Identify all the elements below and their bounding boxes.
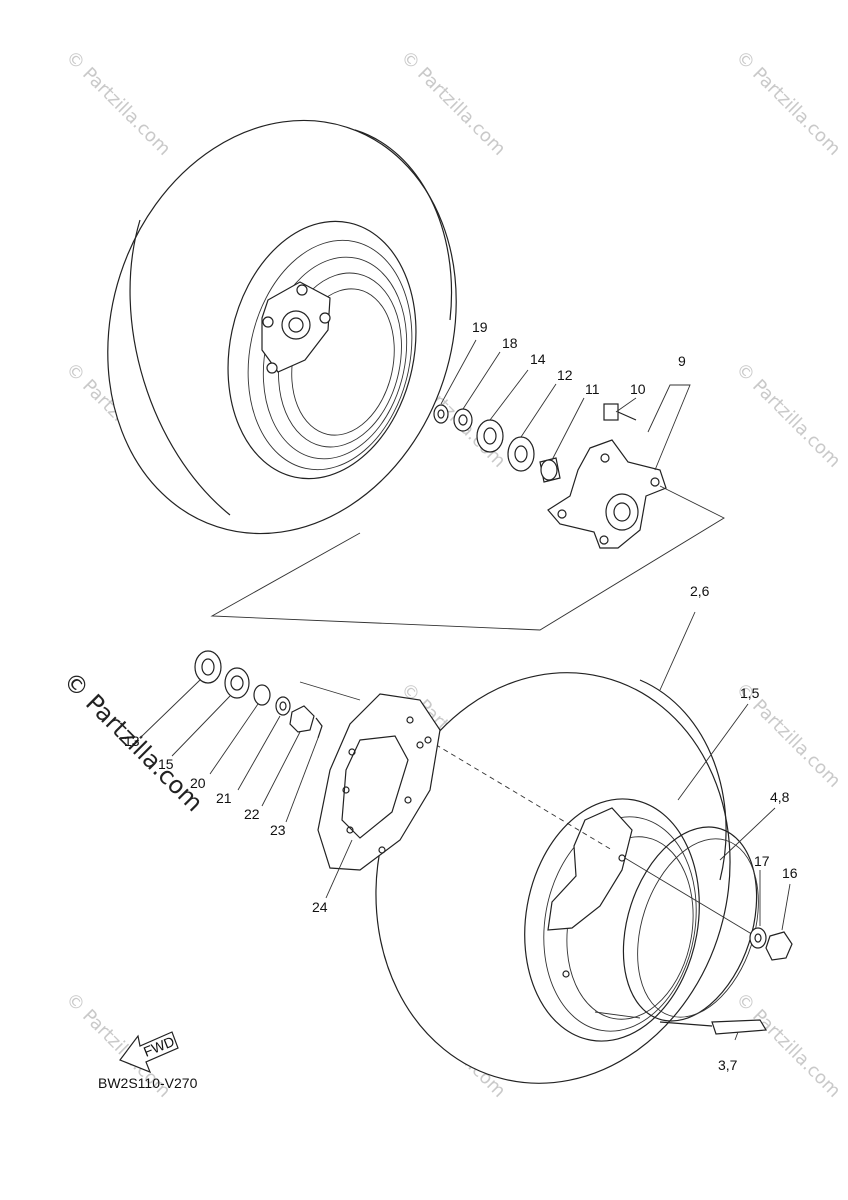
watermark: © Partzilla.com [396, 47, 509, 160]
callout-19: 19 [472, 319, 488, 335]
watermark: © Partzilla.com [731, 359, 844, 472]
callout-3-7: 3,7 [718, 1057, 738, 1073]
callout-10: 10 [630, 381, 646, 397]
callout-4-8: 4,8 [770, 789, 790, 805]
watermark: © Partzilla.com [731, 47, 844, 160]
callout-14: 14 [530, 351, 546, 367]
callout-15: 15 [158, 756, 174, 772]
callout-20: 20 [190, 775, 206, 791]
diagram-code: BW2S110-V270 [98, 1075, 198, 1091]
callouts: 19 18 14 12 11 10 9 2,6 1,5 4,8 17 16 3,… [124, 319, 798, 1073]
callout-9: 9 [678, 353, 686, 369]
lower-wheel [375, 672, 793, 1084]
callout-12: 12 [557, 367, 573, 383]
callout-16: 16 [782, 865, 798, 881]
assembly-outline [210, 485, 725, 631]
callout-23: 23 [270, 822, 286, 838]
hub-parts [433, 339, 691, 549]
callout-17: 17 [754, 853, 770, 869]
callout-18: 18 [502, 335, 518, 351]
callout-21: 21 [216, 790, 232, 806]
watermark: © Partzilla.com [61, 47, 174, 160]
callout-13: 13 [124, 733, 140, 749]
upper-wheel [107, 119, 457, 535]
watermark: © Partzilla.com [731, 989, 844, 1102]
callout-24: 24 [312, 899, 328, 915]
callout-11: 11 [585, 381, 600, 397]
callout-22: 22 [244, 806, 260, 822]
right-leaders [659, 611, 791, 1041]
callout-1-5: 1,5 [740, 685, 760, 701]
callout-2-6: 2,6 [690, 583, 710, 599]
lower-left-parts [139, 650, 441, 899]
